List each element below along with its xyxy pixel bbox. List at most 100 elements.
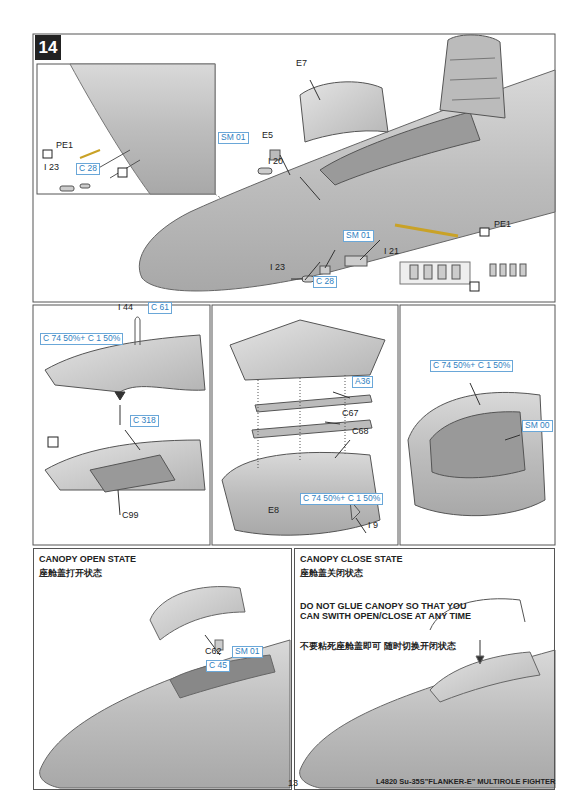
illustration-shape [470,383,480,405]
illustration-shape [333,392,350,398]
illustration-shape [410,265,418,279]
illustration-shape [170,655,275,698]
illustration-shape [345,256,367,266]
nose-closed-canopy [300,599,555,788]
note-text: 不要粘死座舱盖即可 随时切换开闭状态 [300,641,475,651]
illustration-shape [258,168,272,174]
illustration-shape [438,265,446,279]
color-code: C 74 50%+ C 1 50% [300,493,383,505]
kit-footer: L4820 Su-35S"FLANKER-E" MULTIROLE FIGHTE… [376,778,556,787]
illustration-shape [150,587,245,640]
illustration-shape [115,392,125,400]
part-number: C67 [342,408,359,418]
illustration-shape [212,305,398,545]
part-number: E5 [262,130,273,140]
illustration-shape [500,264,506,276]
illustration-shape [33,305,210,545]
illustration-shape [470,282,479,291]
illustration-shape [37,64,215,194]
color-code: C 74 50%+ C 1 50% [430,360,513,372]
part-number: I 9 [368,520,378,530]
illustration-shape [408,392,545,515]
canopy-frame-left [45,317,205,515]
color-code: SM 01 [232,646,263,658]
illustration-shape [118,430,140,515]
color-code: SM 01 [218,132,249,144]
illustration-shape [120,405,121,425]
state-panel: CANOPY CLOSE STATE 座舱盖关闭状态 DO NOT GLUE CAN… [294,548,555,790]
illustration-shape [400,305,555,545]
illustration-shape [325,422,340,424]
canopy-exploded [222,320,385,535]
illustration-shape [430,652,540,702]
step-number: 14 [35,35,61,60]
nose-section [139,35,555,291]
illustration-shape [60,186,74,191]
illustration-shape [476,656,484,664]
part-number: I 23 [44,162,59,172]
part-number: C62 [205,646,222,656]
color-code: C 318 [130,415,159,427]
color-code: SM 01 [343,230,374,242]
part-number: C99 [122,510,139,520]
color-code: C 61 [148,302,172,314]
illustration-shape [90,455,175,492]
illustration-shape [95,150,130,170]
illustration-shape [400,262,470,284]
part-number: I 44 [118,302,133,312]
part-number: I 21 [384,246,399,256]
illustration-shape [40,640,290,788]
page-number: 13 [288,778,298,788]
illustration-shape [505,435,520,440]
color-code: C 28 [76,163,100,175]
step-text: 14 [39,38,58,58]
panel-heading: CANOPY CLOSE STATE [300,554,403,564]
color-code: C 74 50%+ C 1 50% [40,333,123,345]
illustration-shape [395,225,458,236]
illustration-shape [300,82,388,142]
canopy-interior-right [408,383,545,516]
illustration-shape [33,34,555,302]
illustration-shape [490,264,496,276]
part-number: E7 [296,58,307,68]
part-number: PE1 [56,140,73,150]
illustration-shape [258,375,345,470]
illustration-shape [80,184,90,188]
illustration-shape [110,160,140,178]
color-code: C 45 [206,660,230,672]
illustration-shape [452,265,460,279]
note-text: DO NOT GLUE CANOPY SO THAT YOU CAN SWITH… [300,601,475,622]
illustration-shape [480,228,489,236]
illustration-shape [230,320,385,380]
part-number: E8 [268,505,279,515]
state-panel: CANOPY OPEN STATE 座舱盖打开状态 [33,548,292,790]
illustration-shape [356,518,366,533]
illustration-shape [48,437,58,447]
illustration-shape [43,150,52,158]
illustration-shape [280,80,380,280]
color-code: C 28 [313,276,337,288]
illustration-shape [440,35,505,118]
nose-open-canopy [40,587,290,788]
illustration-shape [135,317,140,345]
illustration-shape [510,264,516,276]
panel-heading: CANOPY OPEN STATE [39,554,136,564]
illustration-shape [520,264,526,276]
part-number: PE1 [494,219,511,229]
illustration-shape [70,64,215,194]
illustration-shape [80,150,100,158]
part-number: C68 [352,426,369,436]
color-code: A36 [352,376,373,388]
part-number: I 23 [270,262,285,272]
panel-heading: 座舱盖打开状态 [39,568,102,578]
illustration-shape [424,265,432,279]
illustration-shape [118,168,127,177]
illustration-shape [450,58,500,100]
illustration-shape [252,420,372,438]
illustration-shape [335,440,350,458]
color-code: SM 00 [522,420,553,432]
illustration-shape [430,412,525,478]
panel-frames [33,34,555,545]
panel-heading: 座舱盖关闭状态 [300,568,363,578]
